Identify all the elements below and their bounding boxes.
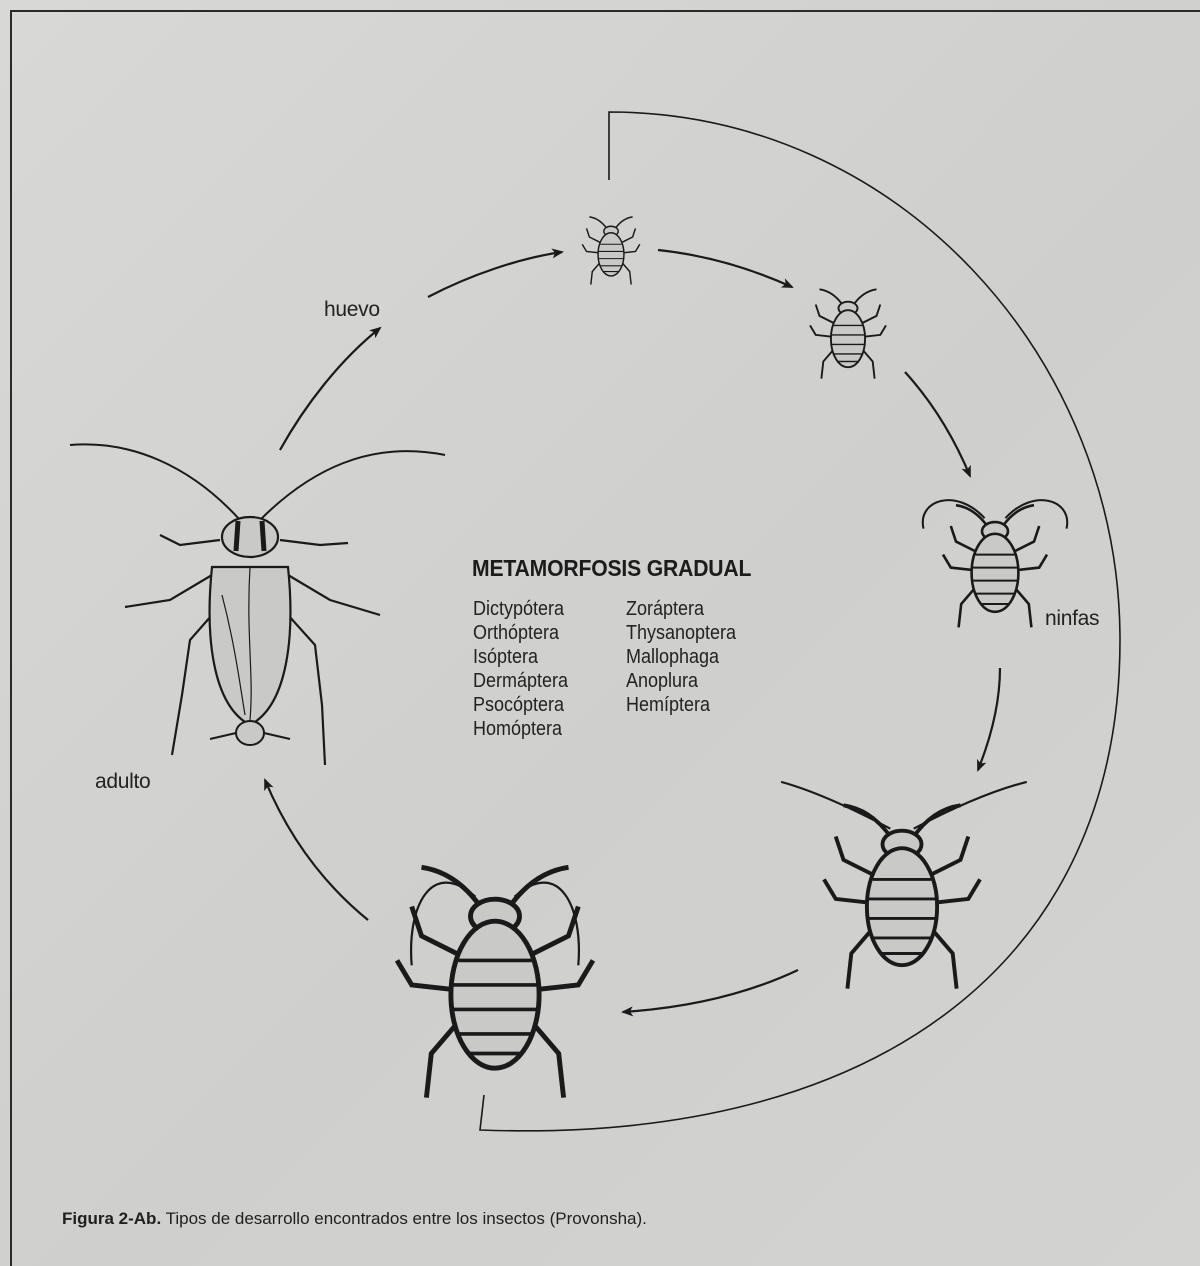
order-item: Dictypótera xyxy=(473,597,568,621)
order-item: Mallophaga xyxy=(626,645,736,669)
order-item: Isóptera xyxy=(473,645,568,669)
arrow-adult-to-egg xyxy=(280,328,380,450)
order-item: Orthóptera xyxy=(473,621,568,645)
arrow-nymph1-to-nymph2 xyxy=(658,250,792,287)
arrow-nymph3-to-nymph4 xyxy=(978,668,1000,770)
label-egg: huevo xyxy=(324,298,380,322)
arrow-egg-to-nymph1 xyxy=(428,252,562,297)
adult-cockroach xyxy=(70,444,445,765)
orders-list-right: Zoráptera Thysanoptera Mallophaga Anoplu… xyxy=(626,597,736,717)
order-item: Zoráptera xyxy=(626,597,736,621)
order-item: Homóptera xyxy=(473,717,568,741)
diagram-title: METAMORFOSIS GRADUAL xyxy=(472,555,751,582)
order-item: Psocóptera xyxy=(473,693,568,717)
order-item: Thysanoptera xyxy=(626,621,736,645)
label-adult: adulto xyxy=(95,770,150,794)
order-item: Anoplura xyxy=(626,669,736,693)
nymph-stage-bracket xyxy=(480,112,1120,1131)
figure-caption: Figura 2-Ab. Tipos de desarrollo encontr… xyxy=(62,1209,647,1229)
nymph-stage-5 xyxy=(397,867,593,1097)
nymph-stage-2 xyxy=(810,289,886,378)
figure-number: Figura 2-Ab. xyxy=(62,1209,161,1228)
orders-list-left: Dictypótera Orthóptera Isóptera Dermápte… xyxy=(473,597,568,741)
nymph-stage-1 xyxy=(582,217,640,285)
order-item: Dermáptera xyxy=(473,669,568,693)
caption-text: Tipos de desarrollo encontrados entre lo… xyxy=(166,1209,647,1228)
arrow-nymph2-to-nymph3 xyxy=(905,372,970,476)
arrow-nymph4-to-nymph5 xyxy=(623,970,798,1012)
label-nymphs: ninfas xyxy=(1045,607,1099,631)
order-item: Hemíptera xyxy=(626,693,736,717)
nymph-stage-4 xyxy=(781,782,1027,989)
arrow-nymph5-to-adult xyxy=(265,780,368,920)
